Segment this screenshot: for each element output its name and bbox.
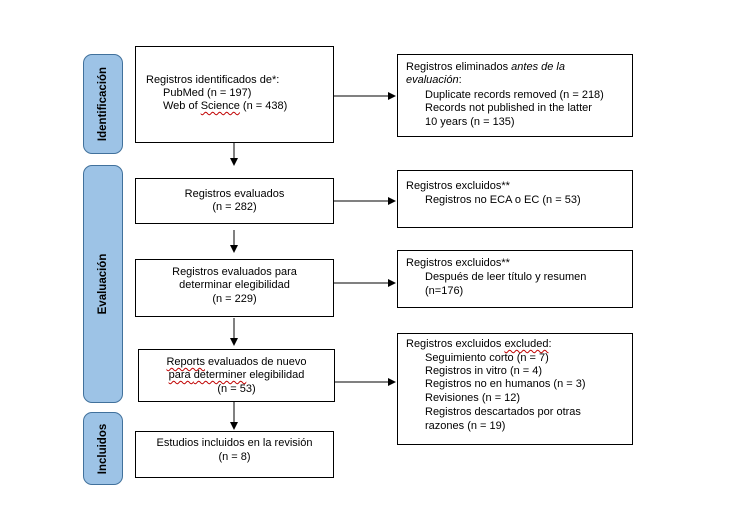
excluded3-item: Registros descartados por otras xyxy=(425,406,581,418)
box-studies-included: Estudios incluidos en la revisión (n = 8… xyxy=(135,431,334,478)
excluded3-item: Seguimiento corto (n = 7) xyxy=(425,352,549,364)
eligibility-line2: determinar elegibilidad xyxy=(179,279,290,291)
reports-line2: para determiner elegibilidad xyxy=(168,369,305,381)
excluded2-title: Registros excluidos** xyxy=(406,257,510,269)
box-records-excluded-3: Registros excluidos excluded: Seguimient… xyxy=(397,333,633,445)
eligibility-line1: Registros evaluados para xyxy=(172,266,297,278)
box-records-screened: Registros evaluados (n = 282) xyxy=(135,178,334,224)
box-records-eligibility: Registros evaluados para determinar eleg… xyxy=(135,259,334,317)
phase-identificacion: Identificación xyxy=(83,54,123,154)
excluded2-line2: (n=176) xyxy=(425,285,464,297)
excluded3-item: Registros no en humanos (n = 3) xyxy=(425,378,586,390)
eligibility-line3: (n = 229) xyxy=(212,293,257,305)
box-reports-assessed: Reports evaluados de nuevo para determin… xyxy=(138,349,335,402)
box-records-excluded-1: Registros excluidos** Registros no ECA o… xyxy=(397,170,633,228)
excluded1-line1: Registros no ECA o EC (n = 53) xyxy=(425,194,581,206)
removed-not-published-1: Records not published in the latter xyxy=(425,102,592,114)
included-line1: Estudios incluidos en la revisión xyxy=(156,437,313,449)
removed-title-line2: evaluación: xyxy=(406,74,462,86)
screened-line2: (n = 282) xyxy=(212,201,257,213)
phase-evaluacion: Evaluación xyxy=(83,165,123,403)
excluded1-title: Registros excluidos** xyxy=(406,180,510,192)
removed-title-line1: Registros eliminados antes de la xyxy=(406,61,565,73)
excluded3-item: Registros in vitro (n = 4) xyxy=(425,365,543,377)
removed-not-published-2: 10 years (n = 135) xyxy=(425,116,515,128)
reports-line3: (n = 53) xyxy=(217,383,256,395)
excluded3-item: razones (n = 19) xyxy=(425,420,506,432)
box-records-excluded-2: Registros excluidos** Después de leer tí… xyxy=(397,250,633,308)
identified-wos: Web of Science (n = 438) xyxy=(163,100,288,112)
excluded3-item: Revisiones (n = 12) xyxy=(425,392,521,404)
screened-line1: Registros evaluados xyxy=(184,188,285,200)
excluded3-title: Registros excluidos excluded: xyxy=(406,338,552,350)
excluded2-line1: Después de leer título y resumen xyxy=(425,271,587,283)
box-records-removed: Registros eliminados antes de la evaluac… xyxy=(397,54,633,137)
identified-title: Registros identificados de*: xyxy=(146,74,280,86)
reports-line1: Reports evaluados de nuevo xyxy=(166,356,307,368)
box-records-identified: Registros identificados de*: PubMed (n =… xyxy=(135,46,334,143)
identified-pubmed: PubMed (n = 197) xyxy=(163,87,252,99)
included-line2: (n = 8) xyxy=(218,451,251,463)
phase-incluidos: Incluidos xyxy=(83,412,123,485)
removed-duplicates: Duplicate records removed (n = 218) xyxy=(425,89,604,101)
